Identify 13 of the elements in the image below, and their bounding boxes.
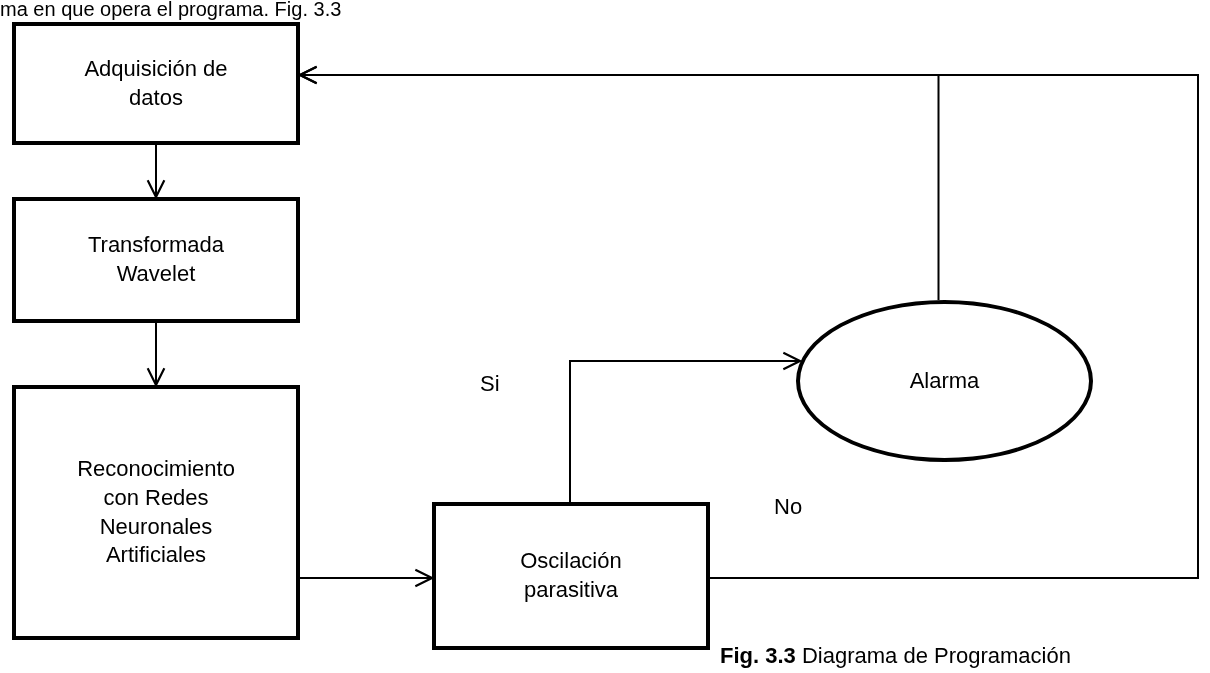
arrow (146, 322, 166, 387)
node-text: Oscilación parasitiva (519, 547, 623, 604)
node-text: Transformada Wavelet (86, 231, 226, 288)
node-text: Reconocimiento con Redes Neuronales Artificiales (76, 455, 236, 570)
arrow (146, 144, 166, 199)
node-text: Adquisición de datos (83, 54, 229, 112)
process-box (432, 502, 710, 650)
process-box (12, 385, 300, 640)
process-box (12, 22, 300, 145)
caption: Fig. 3.3 Diagrama de Programación (720, 644, 1071, 669)
arrow (299, 568, 434, 588)
process-box (12, 197, 300, 323)
node-text: Alarma (909, 366, 980, 395)
